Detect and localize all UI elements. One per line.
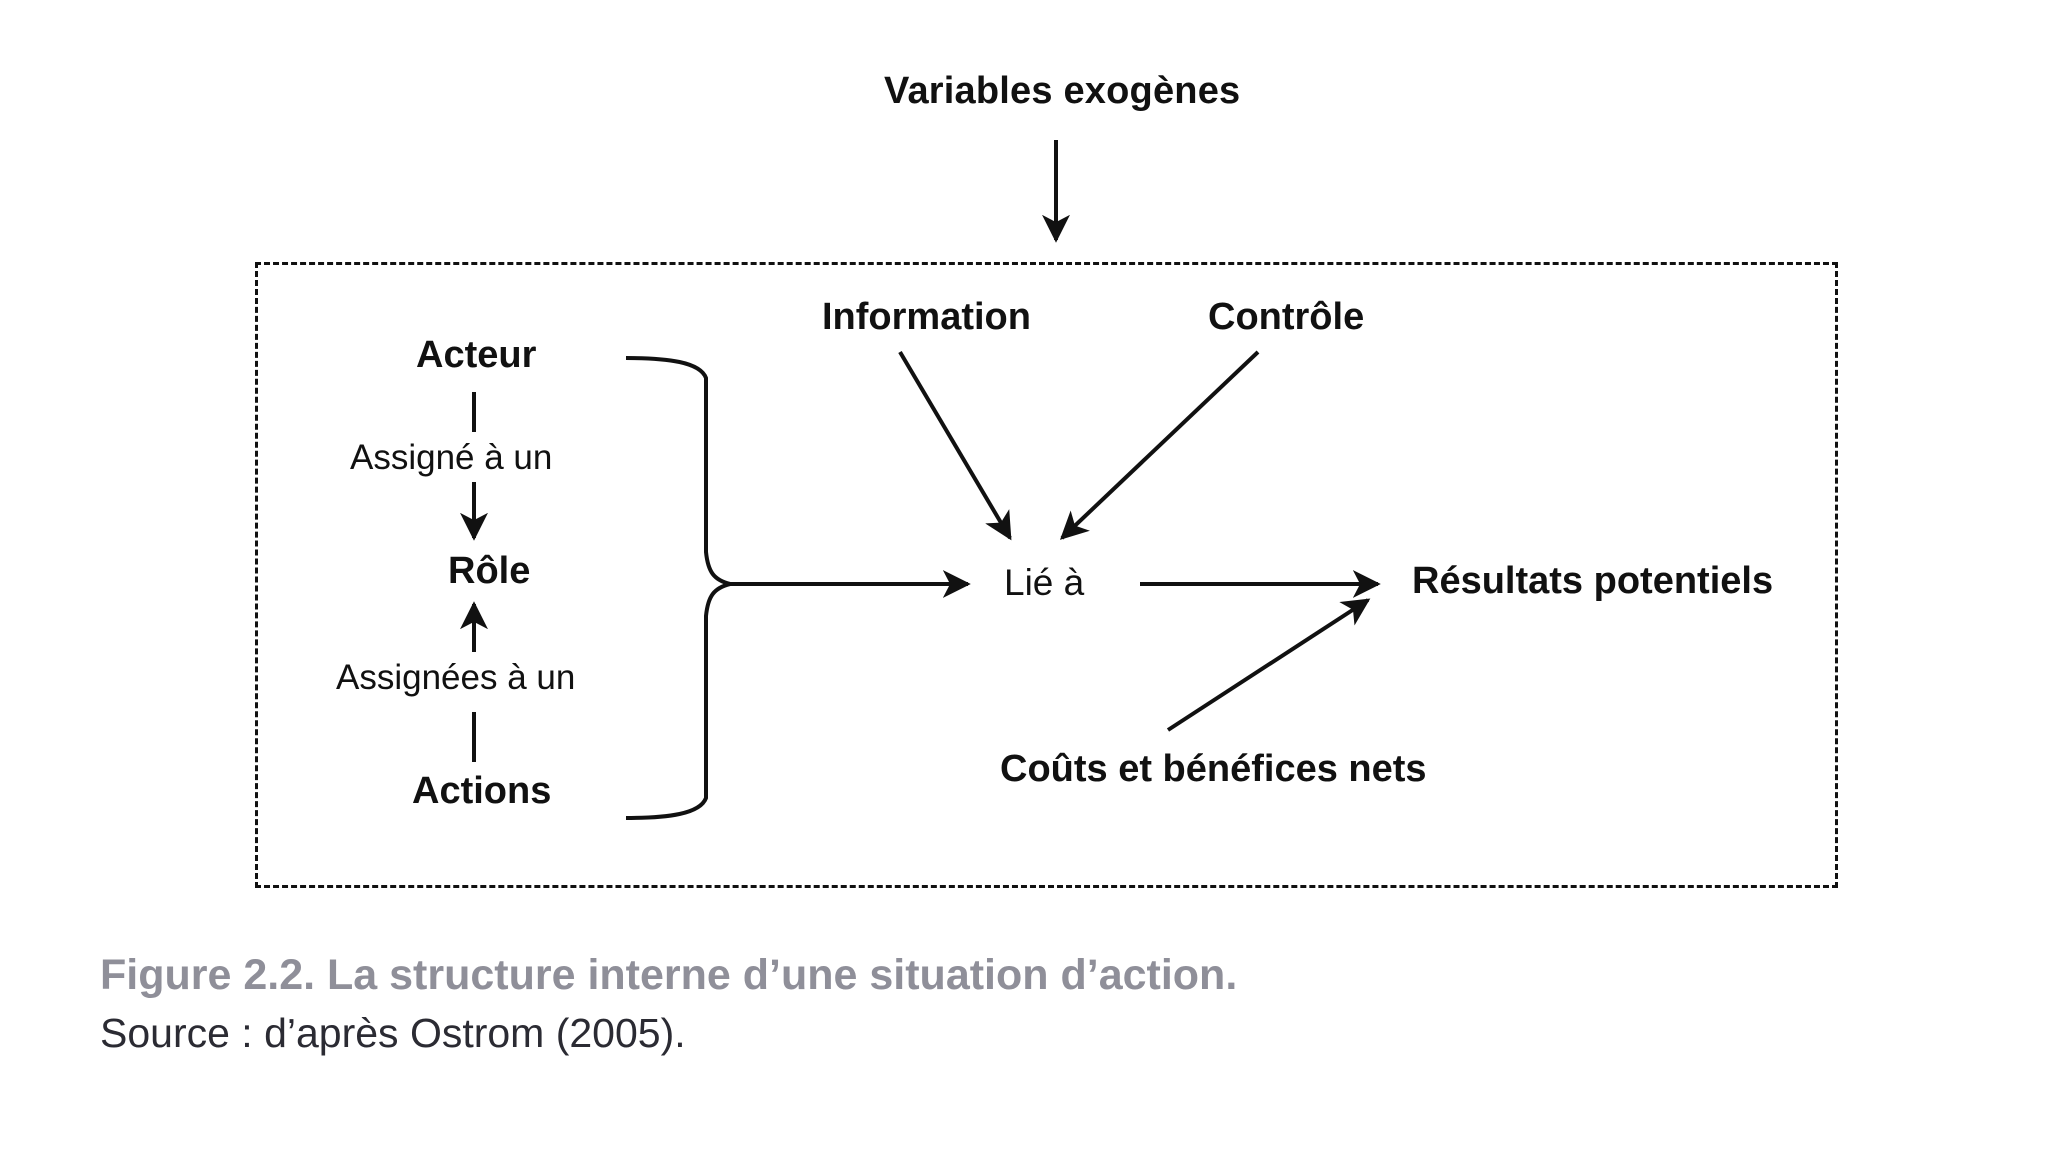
node-controle: Contrôle [1208,296,1365,338]
node-lie-a: Lié à [1004,562,1085,603]
node-information: Information [822,296,1031,338]
edge-label-assigne-a-un: Assigné à un [350,438,553,477]
node-resultats-potentiels: Résultats potentiels [1412,560,1774,602]
node-variables-exogenes: Variables exogènes [884,70,1241,112]
caption-title: Figure 2.2. La structure interne d’une s… [100,951,1238,999]
node-acteur: Acteur [416,334,537,376]
edge-label-assignees-a-un: Assignées à un [336,658,576,697]
node-actions: Actions [412,770,552,812]
node-couts-et-benefices-nets: Coûts et bénéfices nets [1000,748,1427,790]
action-situation-box [255,262,1838,888]
figure-caption: Figure 2.2. La structure interne d’une s… [100,950,1600,1057]
node-role: Rôle [448,550,531,592]
caption-source: Source : d’après Ostrom (2005). [100,1009,686,1056]
